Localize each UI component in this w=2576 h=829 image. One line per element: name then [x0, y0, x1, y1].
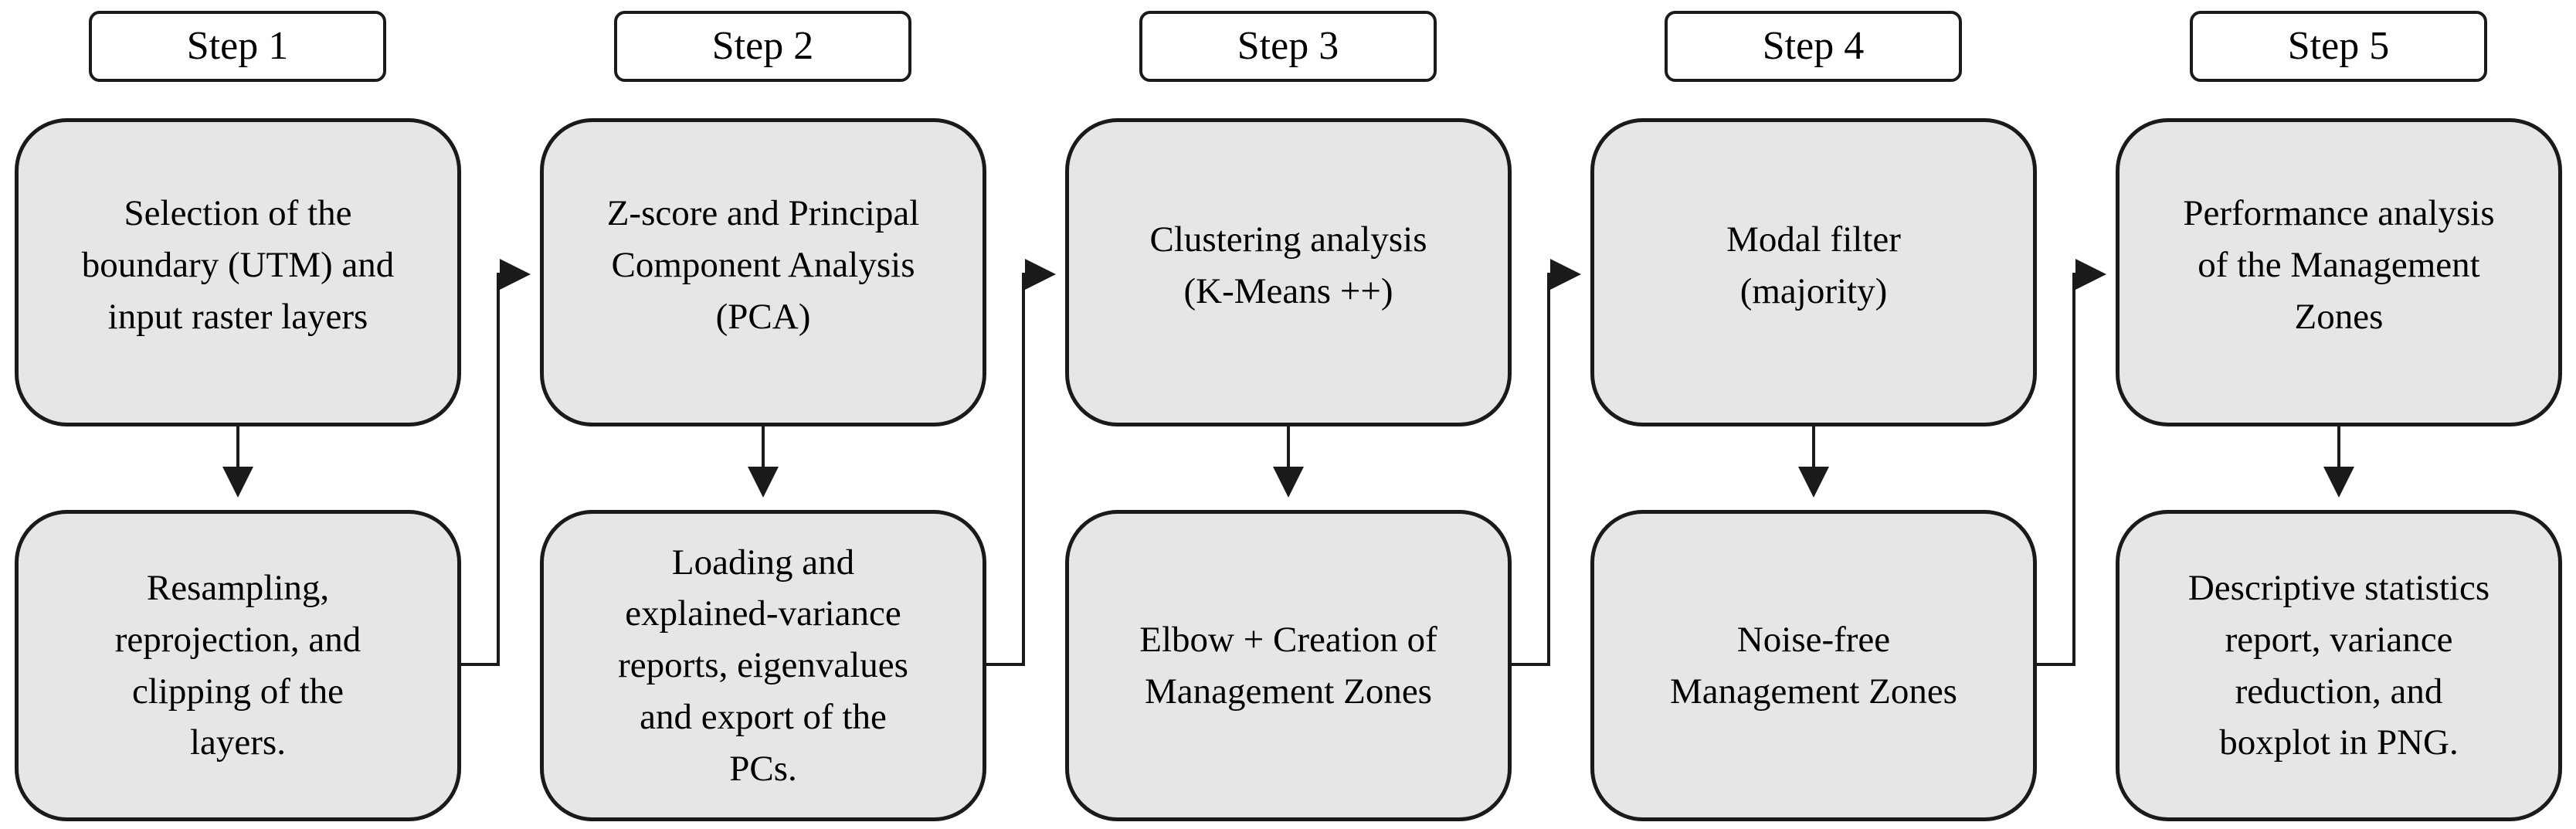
- step-1-label: Step 1: [89, 11, 386, 82]
- step-4-bottom-box: Noise-free Management Zones: [1590, 510, 2037, 821]
- step-2-top-text: Z-score and Principal Component Analysis…: [606, 193, 920, 337]
- step-2-to-3-arrow: [986, 259, 1056, 666]
- step-3-to-4-arrow: [1512, 259, 1581, 666]
- step-3-top-box: Clustering analysis (K-Means ++): [1065, 118, 1512, 426]
- step-3-top-text: Clustering analysis (K-Means ++): [1149, 219, 1427, 311]
- step-3-bottom-box: Elbow + Creation of Management Zones: [1065, 510, 1512, 821]
- step-5-label-text: Step 5: [2287, 24, 2390, 68]
- step-3-label: Step 3: [1139, 11, 1437, 82]
- step-4-top-text: Modal filter (majority): [1726, 219, 1901, 311]
- step-2-bottom-box: Loading and explained-variance reports, …: [540, 510, 986, 821]
- step-1-top-box: Selection of the boundary (UTM) and inpu…: [15, 118, 461, 426]
- step-1-top-text: Selection of the boundary (UTM) and inpu…: [81, 193, 395, 337]
- step-4-label: Step 4: [1665, 11, 1962, 82]
- step-3-bottom-text: Elbow + Creation of Management Zones: [1139, 619, 1437, 712]
- step-3-label-text: Step 3: [1237, 24, 1339, 68]
- step-1-to-2-arrow: [461, 259, 531, 666]
- step-1-bottom-box: Resampling, reprojection, and clipping o…: [15, 510, 461, 821]
- step-2-label: Step 2: [614, 11, 911, 82]
- step-1-label-text: Step 1: [186, 24, 289, 68]
- step-4-top-box: Modal filter (majority): [1590, 118, 2037, 426]
- step-2-bottom-text: Loading and explained-variance reports, …: [618, 542, 908, 789]
- step-5-label: Step 5: [2190, 11, 2487, 82]
- step-4-label-text: Step 4: [1762, 24, 1865, 68]
- step-2-top-box: Z-score and Principal Component Analysis…: [540, 118, 986, 426]
- step-5-top-text: Performance analysis of the Management Z…: [2183, 193, 2495, 337]
- step-5-top-box: Performance analysis of the Management Z…: [2116, 118, 2562, 426]
- step-1-bottom-text: Resampling, reprojection, and clipping o…: [114, 568, 361, 763]
- step-4-to-5-arrow: [2037, 259, 2106, 666]
- step-5-bottom-text: Descriptive statistics report, variance …: [2187, 568, 2490, 763]
- step-5-bottom-box: Descriptive statistics report, variance …: [2116, 510, 2562, 821]
- step-2-label-text: Step 2: [711, 24, 814, 68]
- step-4-bottom-text: Noise-free Management Zones: [1670, 619, 1957, 712]
